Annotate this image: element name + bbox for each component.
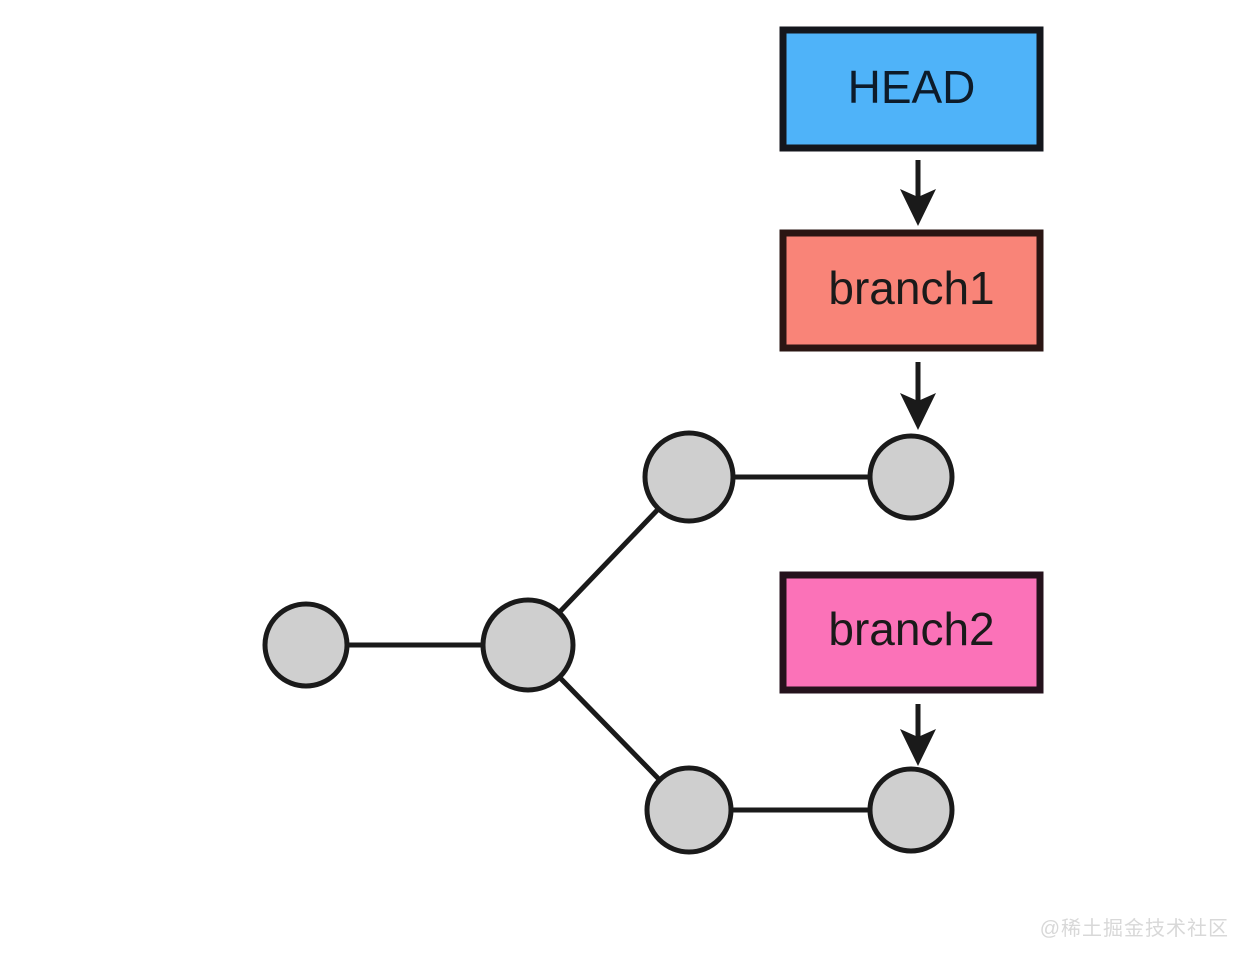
branch2-box-label: branch2 (828, 603, 994, 655)
commit-node-c4[interactable] (644, 765, 734, 855)
commit-node-c0[interactable] (262, 601, 350, 689)
branch1-label-box[interactable]: branch1 (779, 229, 1044, 352)
commit-node-c5[interactable] (867, 766, 955, 854)
head-label-box[interactable]: HEAD (779, 26, 1044, 152)
branch2-label-box[interactable]: branch2 (779, 571, 1044, 694)
head-box-label: HEAD (848, 61, 976, 113)
commit-node-c2[interactable] (642, 430, 736, 524)
commit-nodes (262, 430, 955, 855)
commit-node-c3[interactable] (867, 433, 955, 521)
branch1-box-rect[interactable] (779, 229, 1044, 352)
watermark: @稀土掘金技术社区 (1039, 918, 1229, 940)
branch1-box-label: branch1 (828, 262, 994, 314)
commit-node-c1[interactable] (480, 597, 576, 693)
branch2-box-rect[interactable] (779, 571, 1044, 694)
head-box-rect[interactable] (779, 26, 1044, 152)
